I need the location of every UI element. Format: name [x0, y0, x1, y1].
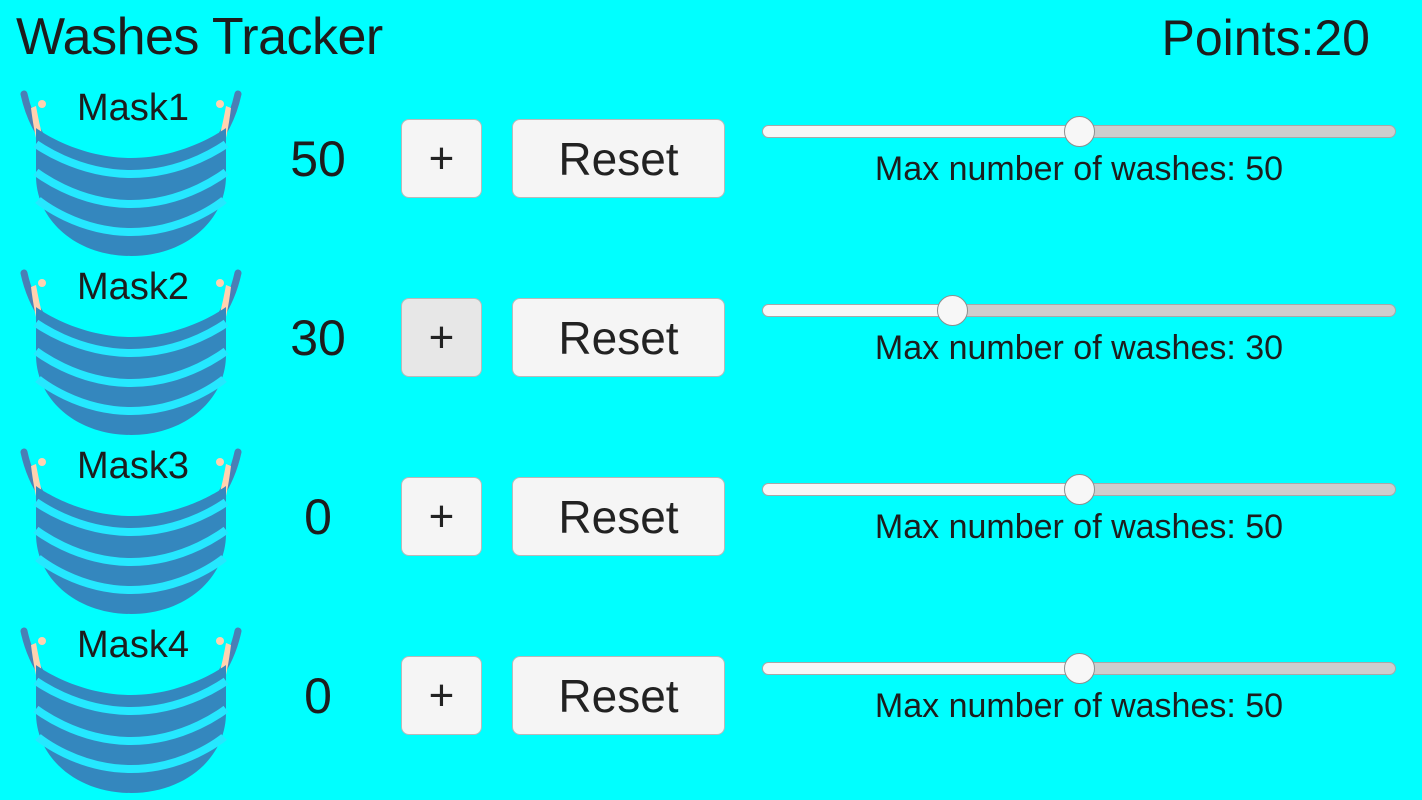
points-counter: Points:20 [1161, 10, 1370, 66]
max-washes-slider[interactable] [762, 116, 1396, 147]
mask-name-label: Mask2 [77, 266, 189, 308]
mask-row-1: Mask1 50 + Reset Max number of washes: 5… [0, 78, 1422, 257]
wash-count-value: 30 [290, 310, 346, 366]
max-washes-caption: Max number of washes: 30 [874, 329, 1284, 367]
wash-count-value: 50 [290, 131, 346, 187]
increment-button[interactable]: + [401, 298, 482, 377]
max-washes-slider-cell: Max number of washes: 50 [762, 464, 1396, 584]
mask-row-2: Mask2 30 + Reset Max number of washes: 3… [0, 257, 1422, 436]
mask-name-label: Mask3 [77, 445, 189, 487]
mask-icon-cell: Mask4 [6, 617, 256, 793]
reset-button[interactable]: Reset [512, 298, 725, 377]
increment-button[interactable]: + [401, 656, 482, 735]
reset-button[interactable]: Reset [512, 119, 725, 198]
slider-track-fill [762, 125, 1079, 138]
slider-thumb[interactable] [1064, 116, 1095, 147]
mask-icon-cell: Mask2 [6, 259, 256, 435]
slider-track-fill [762, 662, 1079, 675]
max-washes-caption: Max number of washes: 50 [874, 150, 1284, 188]
mask-name-label: Mask1 [77, 87, 189, 129]
mask-name-label: Mask4 [77, 624, 189, 666]
max-washes-slider[interactable] [762, 474, 1396, 505]
slider-thumb[interactable] [1064, 474, 1095, 505]
max-washes-slider-cell: Max number of washes: 50 [762, 643, 1396, 763]
increment-button[interactable]: + [401, 477, 482, 556]
mask-icon-cell: Mask3 [6, 438, 256, 614]
wash-count-value: 0 [304, 489, 332, 545]
slider-thumb[interactable] [1064, 653, 1095, 684]
app-header: Washes Tracker Points:20 [0, 0, 1422, 78]
slider-track-fill [762, 304, 953, 317]
face-mask-icon [20, 627, 242, 793]
max-washes-slider[interactable] [762, 295, 1396, 326]
mask-list: Mask1 50 + Reset Max number of washes: 5… [0, 78, 1422, 794]
mask-row-3: Mask3 0 + Reset Max number of washes: 50 [0, 436, 1422, 615]
max-washes-caption: Max number of washes: 50 [874, 687, 1284, 725]
max-washes-caption: Max number of washes: 50 [874, 508, 1284, 546]
mask-row-4: Mask4 0 + Reset Max number of washes: 50 [0, 615, 1422, 794]
face-mask-icon [20, 448, 242, 614]
mask-icon-cell: Mask1 [6, 80, 256, 256]
reset-button[interactable]: Reset [512, 656, 725, 735]
max-washes-slider[interactable] [762, 653, 1396, 684]
page-title: Washes Tracker [16, 8, 383, 66]
slider-track-fill [762, 483, 1079, 496]
max-washes-slider-cell: Max number of washes: 50 [762, 106, 1396, 226]
wash-count-value: 0 [304, 668, 332, 724]
face-mask-icon [20, 269, 242, 435]
increment-button[interactable]: + [401, 119, 482, 198]
max-washes-slider-cell: Max number of washes: 30 [762, 285, 1396, 405]
face-mask-icon [20, 90, 242, 256]
reset-button[interactable]: Reset [512, 477, 725, 556]
slider-thumb[interactable] [937, 295, 969, 326]
